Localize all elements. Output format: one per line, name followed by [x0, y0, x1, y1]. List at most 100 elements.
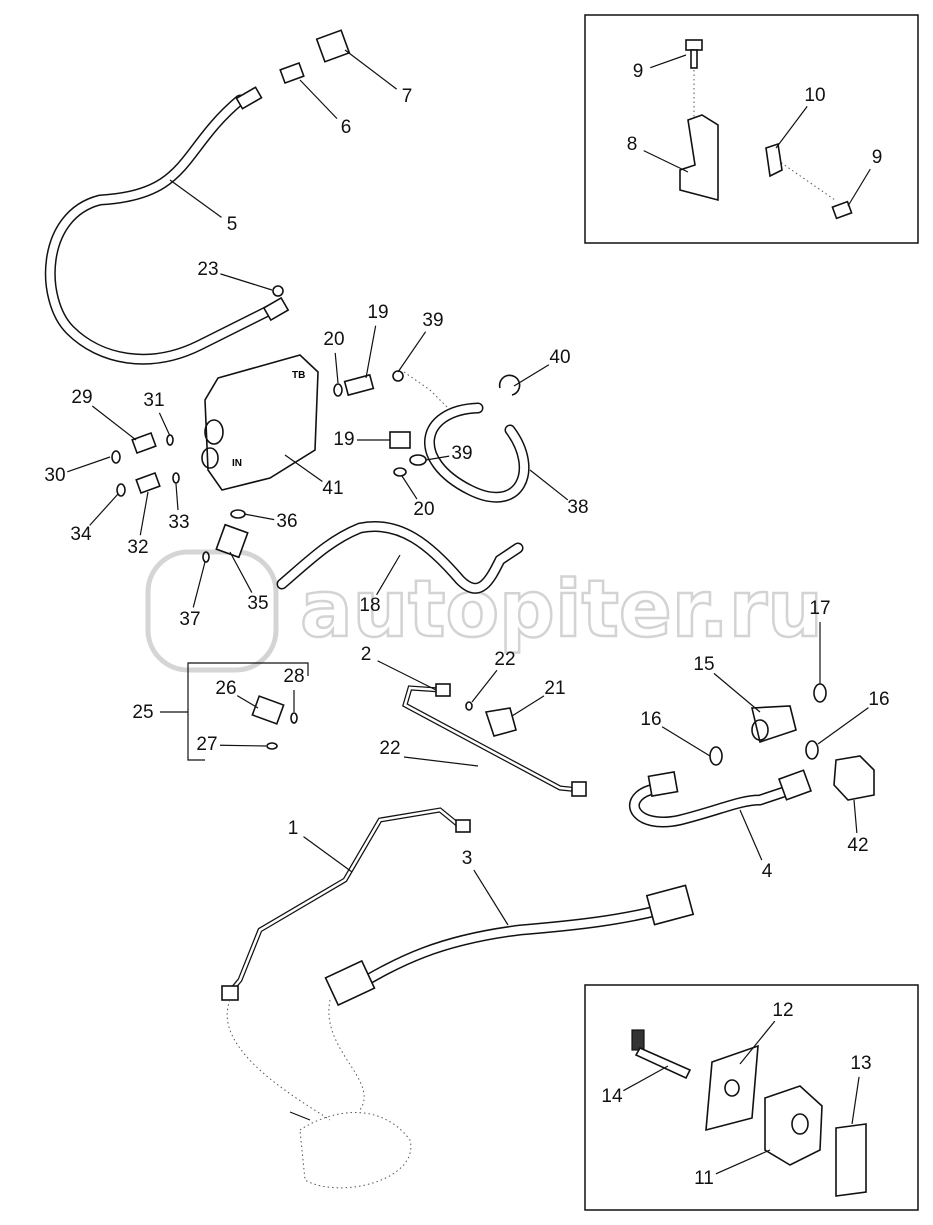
- leader-line: [91, 405, 137, 441]
- callout-41: 41: [322, 478, 343, 499]
- leader-line: [775, 106, 808, 149]
- callout-17: 17: [809, 598, 830, 619]
- tube-1: [221, 756, 479, 1001]
- leader-line: [344, 49, 398, 90]
- callout-37: 37: [179, 609, 200, 630]
- leader-line: [377, 660, 437, 691]
- leader-line: [158, 412, 171, 437]
- callout-33: 33: [168, 512, 189, 533]
- inset-clamp-box: [584, 984, 919, 1211]
- callout-35: 35: [247, 593, 268, 614]
- leader-line: [471, 669, 498, 703]
- callout-7: 7: [402, 86, 413, 107]
- kit-25-bracket: [160, 662, 309, 761]
- callout-25: 25: [132, 702, 153, 723]
- pump: [226, 999, 412, 1189]
- leader-line: [169, 179, 222, 218]
- leader-line: [299, 79, 338, 120]
- callout-18: 18: [359, 595, 380, 616]
- callout-12: 12: [772, 1000, 793, 1021]
- valve-41: TB IN: [201, 354, 319, 491]
- callout-9: 9: [633, 61, 644, 82]
- leader-line: [529, 469, 569, 501]
- leader-line: [236, 695, 259, 709]
- callout-38: 38: [567, 497, 588, 518]
- callout-19: 19: [333, 429, 354, 450]
- callout-21: 21: [544, 678, 565, 699]
- leader-line: [303, 836, 353, 873]
- leader-line: [661, 726, 711, 757]
- leader-line: [623, 1065, 669, 1092]
- leader-line: [376, 554, 401, 596]
- callout-1: 1: [288, 818, 299, 839]
- callout-40: 40: [549, 347, 570, 368]
- leader-line: [853, 799, 858, 834]
- callout-11: 11: [694, 1168, 714, 1189]
- leader-line: [817, 707, 869, 745]
- callout-31: 31: [143, 390, 164, 411]
- tube-18: [276, 521, 524, 594]
- leader-line: [513, 364, 550, 387]
- callout-39: 39: [451, 443, 472, 464]
- leader-line: [511, 695, 545, 717]
- callout-16: 16: [640, 709, 661, 730]
- callout-27: 27: [196, 734, 217, 755]
- callout-42: 42: [847, 835, 868, 856]
- leader-line: [219, 744, 267, 747]
- leader-line: [851, 1076, 860, 1125]
- leader-line: [243, 513, 275, 521]
- callout-39: 39: [422, 310, 443, 331]
- callout-23: 23: [197, 259, 218, 280]
- callout-8: 8: [627, 134, 638, 155]
- leader-line: [229, 551, 253, 593]
- leader-line: [650, 54, 687, 69]
- callout-34: 34: [70, 524, 92, 545]
- callout-9: 9: [872, 147, 883, 168]
- callout-2: 2: [361, 644, 372, 665]
- inset-bracket-box: [584, 14, 919, 244]
- callout-19: 19: [367, 302, 388, 323]
- leader-line: [739, 1020, 776, 1065]
- leader-line: [192, 561, 206, 608]
- leader-line: [139, 491, 149, 536]
- leader-line: [401, 475, 418, 500]
- callout-20: 20: [323, 329, 344, 350]
- leader-line: [425, 455, 450, 461]
- tube-2: [402, 683, 587, 797]
- leader-line: [89, 493, 119, 526]
- hose-3: [324, 884, 695, 1007]
- callout-22: 22: [494, 649, 515, 670]
- callout-6: 6: [341, 117, 352, 138]
- leader-line: [284, 454, 323, 482]
- leader-line: [739, 809, 763, 861]
- leader-line: [473, 869, 509, 926]
- leader-line: [713, 672, 761, 713]
- callout-20: 20: [413, 499, 434, 520]
- leader-line: [67, 456, 111, 473]
- callout-16: 16: [868, 689, 889, 710]
- callout-13: 13: [850, 1053, 871, 1074]
- callout-36: 36: [276, 511, 297, 532]
- callout-14: 14: [601, 1086, 623, 1107]
- leader-line: [397, 331, 427, 373]
- callout-4: 4: [762, 861, 773, 882]
- clamp-assembly: [631, 1029, 867, 1197]
- callout-30: 30: [44, 465, 65, 486]
- hose-5: [44, 29, 351, 365]
- leader-line: [715, 1149, 771, 1175]
- leader-line: [334, 352, 339, 384]
- fittings: [111, 285, 875, 801]
- leader-line: [847, 168, 871, 207]
- callout-3: 3: [462, 848, 473, 869]
- leader-line: [220, 273, 273, 291]
- svg-text:IN: IN: [232, 458, 242, 469]
- leader-line: [365, 325, 377, 379]
- callout-5: 5: [227, 214, 238, 235]
- callout-28: 28: [283, 666, 304, 687]
- callout-29: 29: [71, 387, 92, 408]
- bracket-assembly: [679, 39, 853, 220]
- leader-line: [643, 150, 689, 173]
- callout-15: 15: [693, 654, 714, 675]
